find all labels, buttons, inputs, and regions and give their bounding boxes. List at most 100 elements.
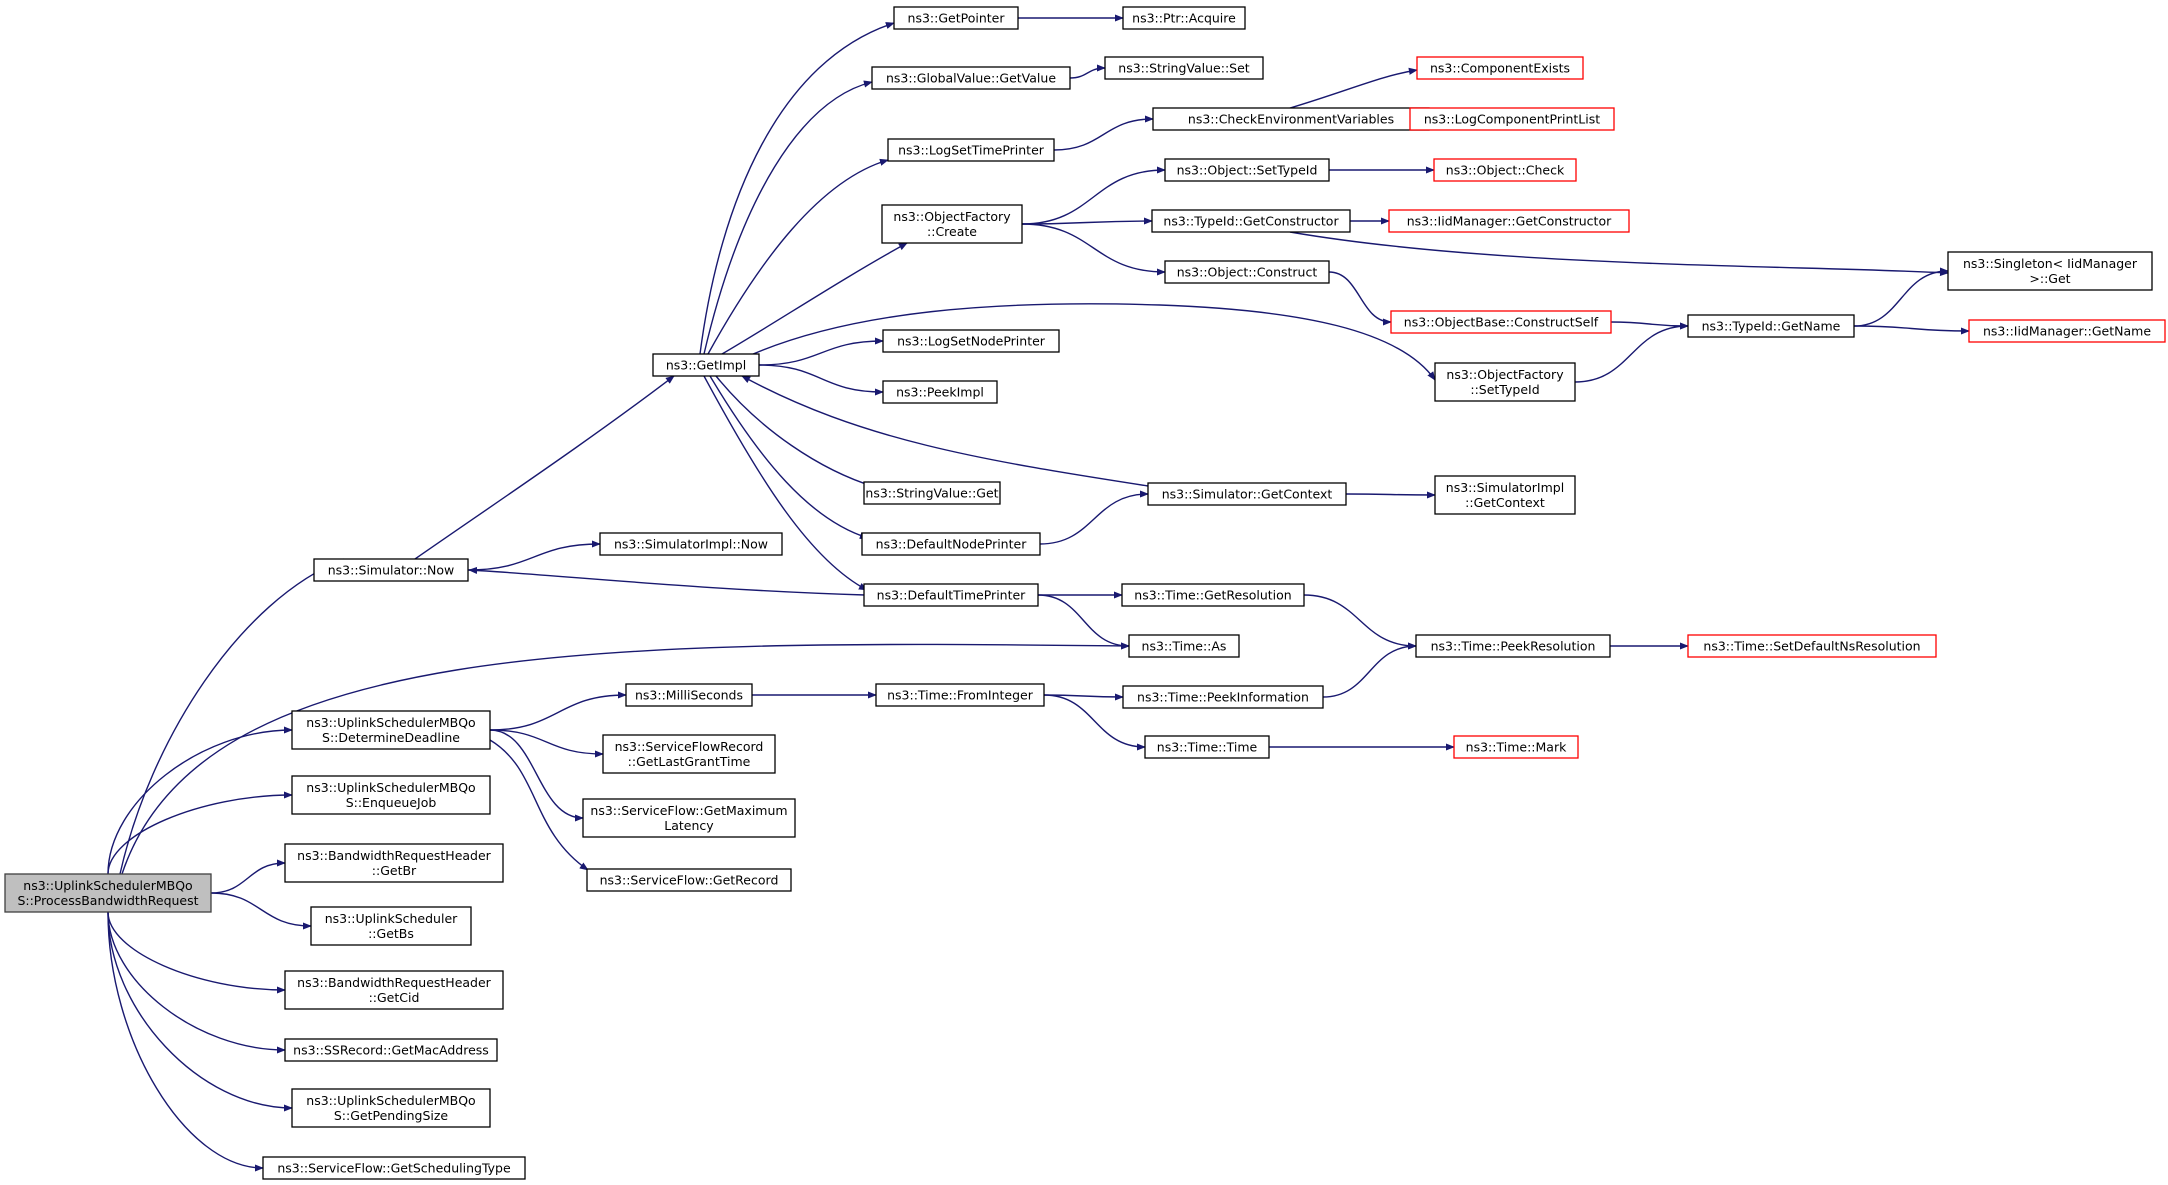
node-log-component-print-list[interactable]: ns3::LogComponentPrintList [1409,107,1615,131]
edge-get-impl-to-object-factory-set-type-id [743,303,1436,381]
node-default-node-printer[interactable]: ns3::DefaultNodePrinter [861,532,1041,556]
node-type-id-get-constructor[interactable]: ns3::TypeId::GetConstructor [1151,209,1351,233]
node-box [313,558,469,582]
edge-determine-deadline-to-get-last-grant-time [489,729,604,758]
node-simulator-impl-get-context[interactable]: ns3::SimulatorImpl::GetContext [1434,475,1576,515]
node-label: ns3::SSRecord::GetMacAddress [293,1043,489,1058]
node-box [1968,319,2166,343]
node-box [291,775,491,815]
edge-get-impl-to-log-set-node-printer [758,337,884,366]
node-label: S::ProcessBandwidthRequest [17,893,198,908]
node-object-factory-create[interactable]: ns3::ObjectFactory::Create [881,204,1023,244]
node-get-scheduling-type[interactable]: ns3::ServiceFlow::GetSchedulingType [262,1156,526,1180]
node-box [291,710,491,750]
node-log-set-node-printer[interactable]: ns3::LogSetNodePrinter [882,329,1060,353]
node-component-exists[interactable]: ns3::ComponentExists [1416,56,1584,80]
node-box [1687,314,1855,338]
node-object-factory-set-type-id[interactable]: ns3::ObjectFactory::SetTypeId [1434,362,1576,402]
edge-root-to-get-mac-address [107,911,286,1054]
node-label: ns3::DefaultNodePrinter [876,537,1028,552]
node-label: ns3::IidManager::GetConstructor [1407,214,1612,229]
node-time-time[interactable]: ns3::Time::Time [1144,735,1270,759]
node-label: ns3::Singleton< IidManager [1963,256,2138,271]
node-simulator-now[interactable]: ns3::Simulator::Now [313,558,469,582]
node-label: ns3::ComponentExists [1430,61,1570,76]
node-simulator-get-context[interactable]: ns3::Simulator::GetContext [1147,482,1347,506]
edge-default-time-printer-to-time-as [1037,594,1130,650]
node-box [291,1088,491,1128]
node-peek-impl[interactable]: ns3::PeekImpl [882,380,998,404]
node-box [310,906,472,946]
node-box [1121,583,1305,607]
node-time-peek-resolution[interactable]: ns3::Time::PeekResolution [1415,634,1611,658]
node-box [1434,362,1576,402]
node-milli-seconds[interactable]: ns3::MilliSeconds [625,683,753,707]
node-label: ns3::ObjectBase::ConstructSelf [1404,315,1599,330]
node-object-construct[interactable]: ns3::Object::Construct [1164,260,1330,284]
node-get-last-grant-time[interactable]: ns3::ServiceFlowRecord::GetLastGrantTime [602,734,776,774]
node-label: ::SetTypeId [1470,382,1539,397]
node-object-set-type-id[interactable]: ns3::Object::SetTypeId [1164,158,1330,182]
node-ptr-acquire[interactable]: ns3::Ptr::Acquire [1122,6,1246,30]
node-get-pending-size[interactable]: ns3::UplinkSchedulerMBQoS::GetPendingSiz… [291,1088,491,1128]
edge-get-impl-to-string-value-get [715,375,876,489]
edge-type-id-get-name-to-iid-manager-get-name [1853,325,1970,335]
edge-simulator-now-to-get-impl [414,375,675,560]
node-simulator-impl-now[interactable]: ns3::SimulatorImpl::Now [599,532,783,556]
node-get-record[interactable]: ns3::ServiceFlow::GetRecord [586,868,792,892]
node-box [262,1156,526,1180]
node-time-peek-information[interactable]: ns3::Time::PeekInformation [1122,685,1324,709]
node-string-value-get[interactable]: ns3::StringValue::Get [863,481,1001,505]
node-determine-deadline[interactable]: ns3::UplinkSchedulerMBQoS::DetermineDead… [291,710,491,750]
node-box [586,868,792,892]
node-label: ns3::ServiceFlowRecord [615,739,764,754]
node-box [863,481,1001,505]
node-iid-manager-get-constructor[interactable]: ns3::IidManager::GetConstructor [1388,209,1630,233]
node-label: ns3::Object::Check [1446,163,1565,178]
node-get-br[interactable]: ns3::BandwidthRequestHeader::GetBr [284,843,504,883]
edge-get-impl-to-global-value-get-value [703,80,873,355]
node-box [887,138,1055,162]
node-get-impl[interactable]: ns3::GetImpl [652,353,760,377]
edge-object-factory-create-to-type-id-get-constructor [1021,217,1153,225]
node-label: ::GetContext [1465,495,1545,510]
node-type-id-get-name[interactable]: ns3::TypeId::GetName [1687,314,1855,338]
node-box [1147,482,1347,506]
edge-simulator-now-to-simulator-impl-now [467,540,601,571]
node-object-check[interactable]: ns3::Object::Check [1433,158,1577,182]
edge-get-impl-to-default-node-printer [709,375,869,540]
node-log-set-time-printer[interactable]: ns3::LogSetTimePrinter [887,138,1055,162]
node-label: ns3::Time::PeekResolution [1431,639,1596,654]
edge-check-environment-variables-to-component-exists [1289,67,1418,109]
node-object-base-construct-self[interactable]: ns3::ObjectBase::ConstructSelf [1390,310,1612,334]
edge-time-get-resolution-to-time-peek-resolution [1303,594,1417,650]
edge-root-to-get-scheduling-type [107,911,264,1172]
node-time-from-integer[interactable]: ns3::Time::FromInteger [875,683,1045,707]
node-default-time-printer[interactable]: ns3::DefaultTimePrinter [863,583,1039,607]
node-root[interactable]: ns3::UplinkSchedulerMBQoS::ProcessBandwi… [4,873,212,913]
node-get-pointer[interactable]: ns3::GetPointer [893,6,1019,30]
node-string-value-set[interactable]: ns3::StringValue::Set [1104,56,1264,80]
node-time-get-resolution[interactable]: ns3::Time::GetResolution [1121,583,1305,607]
node-singleton-get[interactable]: ns3::Singleton< IidManager >::Get [1947,251,2153,291]
node-time-set-default-ns-resolution[interactable]: ns3::Time::SetDefaultNsResolution [1687,634,1937,658]
node-time-as[interactable]: ns3::Time::As [1128,634,1240,658]
node-box [861,532,1041,556]
edge-time-peek-information-to-time-peek-resolution [1322,642,1417,698]
node-label: ns3::GetImpl [666,358,746,373]
node-label: ns3::SimulatorImpl [1446,480,1564,495]
node-get-cid[interactable]: ns3::BandwidthRequestHeader::GetCid [284,970,504,1010]
node-get-mac-address[interactable]: ns3::SSRecord::GetMacAddress [284,1038,498,1062]
node-check-environment-variables[interactable]: ns3::CheckEnvironmentVariables [1152,107,1430,131]
node-get-bs[interactable]: ns3::UplinkScheduler::GetBs [310,906,472,946]
node-label: ns3::Simulator::Now [328,563,455,578]
node-label: ns3::StringValue::Set [1118,61,1249,76]
node-iid-manager-get-name[interactable]: ns3::IidManager::GetName [1968,319,2166,343]
node-global-value-get-value[interactable]: ns3::GlobalValue::GetValue [871,66,1071,90]
node-box [652,353,760,377]
node-box [1128,634,1240,658]
node-time-mark[interactable]: ns3::Time::Mark [1453,735,1579,759]
